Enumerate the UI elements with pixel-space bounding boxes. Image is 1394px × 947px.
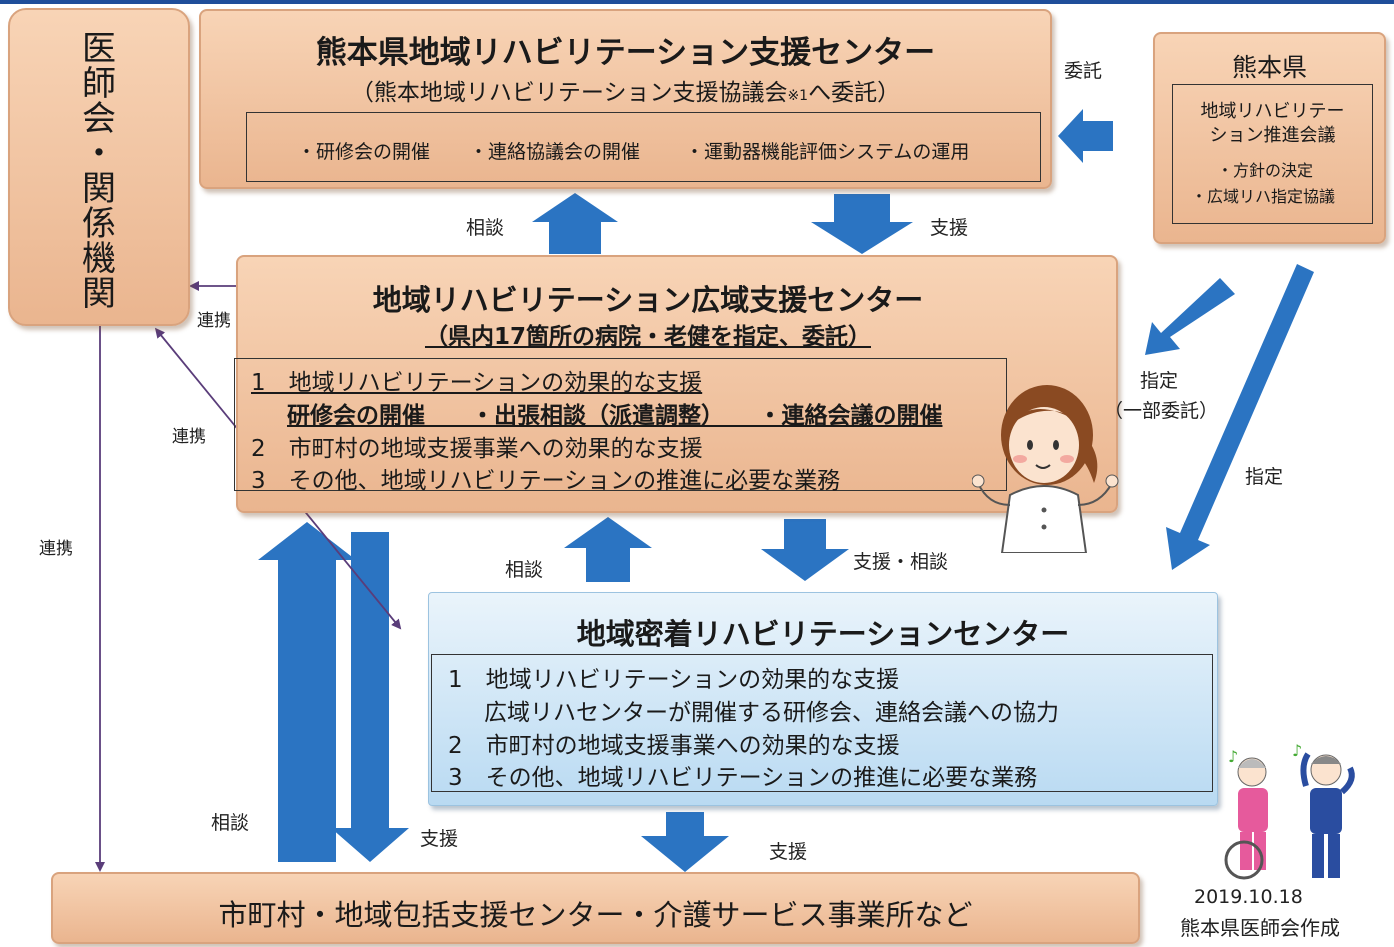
footnote-mark: ※1 <box>787 88 809 104</box>
top-bar <box>0 0 1394 4</box>
promotion-council-box: 地域リハビリテー ション推進会議 ・方針の決定 ・広域リハ指定協議 <box>1172 84 1373 224</box>
label-soudan-2: 相談 <box>505 559 544 581</box>
doctors-label-char: 会 <box>82 99 116 139</box>
doctors-label-char: 師 <box>82 64 116 104</box>
prefecture-support-center-box: 熊本県地域リハビリテーション支援センター （熊本地域リハビリテーション支援協議会… <box>199 9 1052 189</box>
soudan-up-arrow-2 <box>564 517 652 582</box>
item-liaison-council: ・連絡協議会の開催 <box>469 141 641 163</box>
regional-item-3: 3 その他、地域リハビリテーションの推進に必要な業務 <box>251 468 841 494</box>
regional-center-subtitle: （県内17箇所の病院・老健を指定、委託） <box>424 324 871 350</box>
shien-soudan-down-arrow <box>761 519 849 581</box>
label-renkei-3: 連携 <box>39 539 73 559</box>
label-shitei-1: 指定 <box>1140 370 1179 392</box>
local-item-1: 1 地域リハビリテーションの効果的な支援 <box>448 667 900 693</box>
label-shitei-2: 指定 <box>1245 466 1284 488</box>
municipality-box: 市町村・地域包括支援センター・介護サービス事業所など <box>51 872 1140 944</box>
shien-down-arrow-bottom <box>641 812 729 872</box>
doctors-label-char: 関 <box>82 169 116 209</box>
label-shien-1: 支援 <box>930 217 969 239</box>
prefecture-center-items: ・研修会の開催 ・連絡協議会の開催 ・運動器機能評価システムの運用 <box>246 112 1041 182</box>
local-center-items: 1 地域リハビリテーションの効果的な支援 広域リハセンターが開催する研修会、連絡… <box>431 654 1213 792</box>
footer-author: 熊本県医師会作成 <box>1180 916 1340 940</box>
shien-down-arrow-1 <box>811 194 913 254</box>
local-item-1-sub: 広域リハセンターが開催する研修会、連絡会議への協力 <box>484 700 1059 726</box>
label-shien-soudan: 支援・相談 <box>853 551 949 573</box>
shitei-long-arrow <box>1166 264 1314 570</box>
itaku-arrow <box>1058 109 1113 163</box>
doctors-association-label: 医師会・関係機関 <box>10 32 188 312</box>
nurse-illustration <box>972 365 1122 553</box>
big-up-arrow <box>258 522 356 862</box>
svg-text:♪: ♪ <box>1228 747 1238 766</box>
doctors-label-char: 機 <box>82 239 116 279</box>
local-item-2: 2 市町村の地域支援事業への効果的な支援 <box>448 733 900 759</box>
elderly-exercise-illustration: ♪ ♪ <box>1222 740 1372 890</box>
label-itaku: 委託 <box>1064 60 1103 82</box>
label-ichibu-itaku: （一部委託） <box>1104 400 1219 422</box>
label-renkei-1: 連携 <box>197 311 231 331</box>
label-soudan-1: 相談 <box>466 217 505 239</box>
local-center-title: 地域密着リハビリテーションセンター <box>576 617 1070 651</box>
council-item-designation: ・広域リハ指定協議 <box>1191 187 1336 206</box>
item-training: ・研修会の開催 <box>297 141 431 163</box>
doctors-label-char: ・ <box>82 134 116 174</box>
soudan-up-arrow-1 <box>532 193 618 254</box>
local-item-3: 3 その他、地域リハビリテーションの推進に必要な業務 <box>448 765 1038 791</box>
council-item-policy: ・方針の決定 <box>1217 161 1314 180</box>
prefecture-center-title: 熊本県地域リハビリテーション支援センター <box>315 35 936 71</box>
label-shien-2: 支援 <box>420 828 459 850</box>
doctors-label-char: 医 <box>82 29 116 69</box>
regional-center-items: 1 地域リハビリテーションの効果的な支援 研修会の開催 ・出張相談（派遣調整） … <box>234 358 1007 494</box>
doctors-label-char: 関 <box>82 274 116 314</box>
label-soudan-3: 相談 <box>211 812 250 834</box>
kumamoto-prefecture-box: 熊本県 地域リハビリテー ション推進会議 ・方針の決定 ・広域リハ指定協議 <box>1153 32 1386 244</box>
big-down-arrow <box>331 532 409 862</box>
regional-center-title: 地域リハビリテーション広域支援センター <box>372 283 924 317</box>
kumamoto-title: 熊本県 <box>1231 53 1307 82</box>
footer-date: 2019.10.18 <box>1194 886 1303 908</box>
label-renkei-2: 連携 <box>172 427 206 447</box>
regional-item-1: 1 地域リハビリテーションの効果的な支援 <box>251 370 703 396</box>
prefecture-center-subtitle: （熊本地域リハビリテーション支援協議会※1へ委託） <box>350 80 901 106</box>
regional-support-center-box: 地域リハビリテーション広域支援センター （県内17箇所の病院・老健を指定、委託） <box>236 255 1118 513</box>
local-rehab-center-box: 地域密着リハビリテーションセンター 1 地域リハビリテーションの効果的な支援 広… <box>428 592 1218 806</box>
item-evaluation-system: ・運動器機能評価システムの運用 <box>685 141 970 163</box>
shitei-partial-arrow <box>1145 278 1235 355</box>
municipality-title: 市町村・地域包括支援センター・介護サービス事業所など <box>218 898 973 932</box>
regional-item-1-sub: 研修会の開催 ・出張相談（派遣調整） ・連絡会議の開催 <box>287 403 943 429</box>
svg-text:♪: ♪ <box>1292 741 1302 760</box>
regional-item-2: 2 市町村の地域支援事業への効果的な支援 <box>251 436 703 462</box>
doctors-association-box: 医師会・関係機関 <box>8 8 190 326</box>
doctors-label-char: 係 <box>82 204 116 244</box>
council-line-1: 地域リハビリテー <box>1200 101 1345 122</box>
council-line-2: ション推進会議 <box>1209 125 1336 146</box>
label-shien-3: 支援 <box>769 841 808 863</box>
